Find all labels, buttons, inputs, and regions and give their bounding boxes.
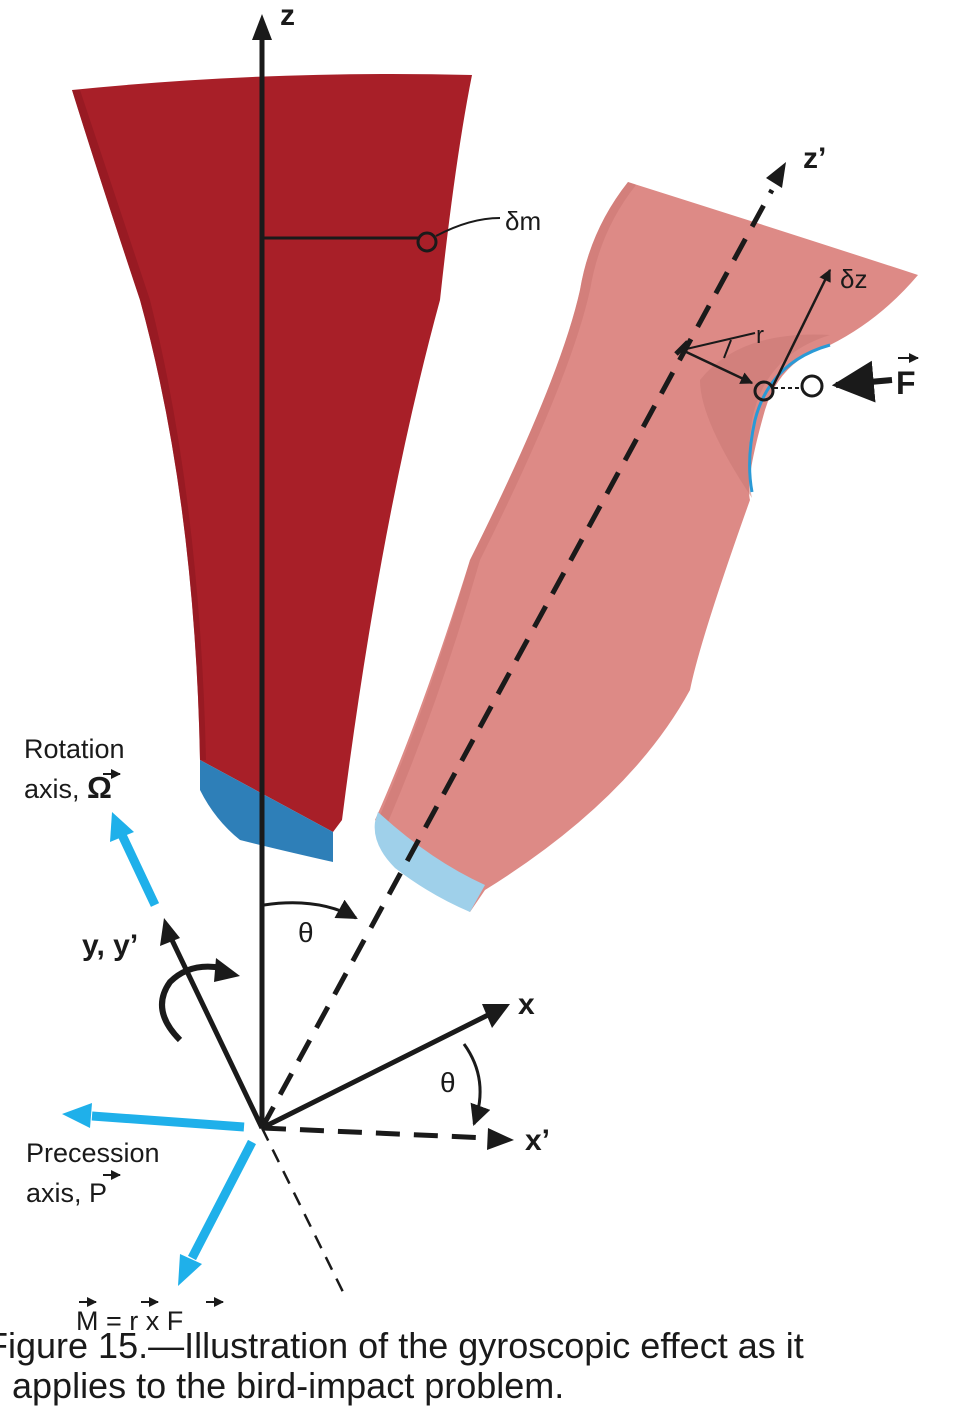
figure-caption-line2: applies to the bird-impact problem. xyxy=(12,1365,565,1406)
z-axis-label: z xyxy=(280,0,295,32)
z-prime-axis-extension xyxy=(260,1127,347,1297)
force-f-label: F xyxy=(896,365,916,401)
z-prime-axis-label: z’ xyxy=(803,142,826,175)
force-f-arrow xyxy=(831,360,893,403)
original-blade-root xyxy=(200,760,333,862)
figure-caption-line1: Figure 15.—Illustration of the gyroscopi… xyxy=(0,1325,804,1366)
deflected-blade xyxy=(374,182,918,912)
x-prime-axis xyxy=(261,1125,514,1150)
theta-top-label: θ xyxy=(298,917,314,948)
x-axis xyxy=(260,1004,510,1131)
precession-axis xyxy=(62,1103,245,1132)
z-axis xyxy=(252,14,272,1128)
y-axis-label: y, y’ xyxy=(82,929,138,962)
theta-arc-bottom xyxy=(462,1043,491,1126)
original-blade xyxy=(72,74,472,862)
y-axis xyxy=(160,918,265,1130)
rotation-curl-arrow xyxy=(159,958,240,1043)
moment-equation: M = r x F xyxy=(76,1306,183,1336)
delta-z-arrow xyxy=(770,268,832,389)
delta-m-marker xyxy=(262,217,501,253)
delta-m-label: δm xyxy=(505,206,541,236)
theta-arc-top xyxy=(263,899,358,920)
deflected-blade-root xyxy=(374,812,485,912)
precession-axis-label-line1: Precession xyxy=(26,1138,160,1168)
x-axis-label: x xyxy=(518,988,535,1021)
theta-bottom-label: θ xyxy=(440,1067,456,1098)
moment-axis xyxy=(178,1139,256,1286)
rotation-axis xyxy=(110,812,160,907)
rotation-axis-label-line2: axis, Ω xyxy=(24,770,112,805)
precession-axis-label-line2: axis, P xyxy=(26,1178,107,1208)
rotation-axis-label-line1: Rotation xyxy=(24,734,125,764)
figure-caption: Figure 15.—Illustration of the gyroscopi… xyxy=(0,1326,968,1406)
x-prime-axis-label: x’ xyxy=(525,1124,550,1157)
delta-z-label: δz xyxy=(840,264,867,294)
deflected-blade-dent xyxy=(700,334,830,498)
r-vector xyxy=(674,332,756,385)
impact-points xyxy=(753,374,824,402)
r-label: r xyxy=(756,322,764,349)
